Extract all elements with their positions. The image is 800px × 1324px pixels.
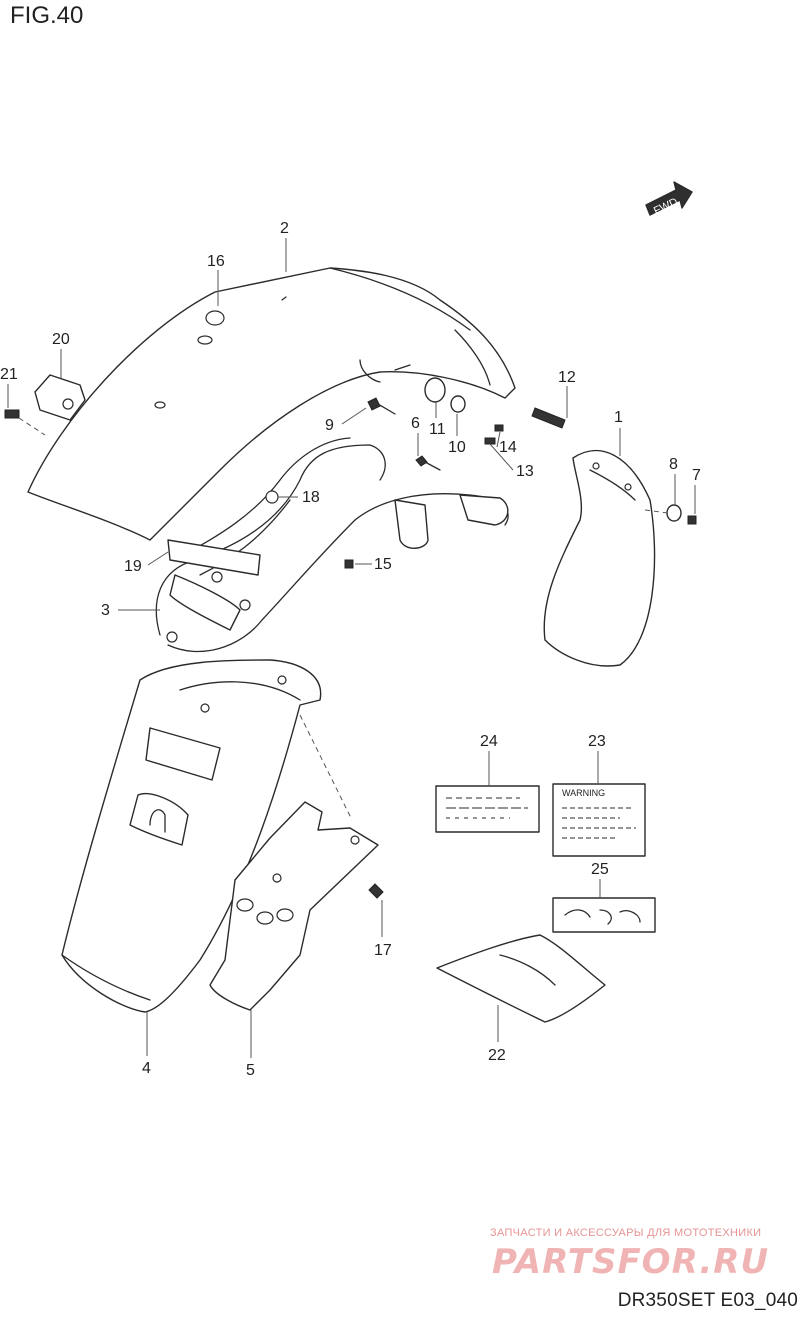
- callout-21: 21: [0, 366, 18, 383]
- callout-18: 18: [302, 489, 320, 506]
- callout-22: 22: [488, 1047, 506, 1064]
- callout-10: 10: [448, 439, 466, 456]
- fasteners: [4, 377, 697, 899]
- rear-mudguard-part-4: [61, 659, 322, 1013]
- callout-25: 25: [591, 861, 609, 878]
- forward-arrow-icon: FWD: [645, 181, 693, 217]
- cushion-part-19: [167, 539, 261, 576]
- callout-17: 17: [374, 942, 392, 959]
- callout-7: 7: [692, 467, 701, 484]
- callout-19: 19: [124, 558, 142, 575]
- callout-16: 16: [207, 253, 225, 270]
- callout-13: 13: [516, 463, 534, 480]
- callout-6: 6: [411, 415, 420, 432]
- callout-14: 14: [499, 439, 517, 456]
- tool-bag-part-22: [436, 934, 606, 1023]
- callout-8: 8: [669, 456, 678, 473]
- figure-code: DR350SET E03_040: [617, 1290, 798, 1311]
- warning-heading: WARNING: [562, 788, 605, 798]
- callout-20: 20: [52, 331, 70, 348]
- callout-15: 15: [374, 556, 392, 573]
- watermark-logo: PARTSFOR.RU: [492, 1242, 770, 1282]
- label-part-24: [435, 785, 540, 833]
- callout-5: 5: [246, 1062, 255, 1079]
- callout-2: 2: [280, 220, 289, 237]
- rear-fender-frame-part-3: [155, 437, 509, 653]
- callout-11: 11: [429, 421, 446, 438]
- callout-9: 9: [325, 417, 334, 434]
- callout-1: 1: [614, 409, 623, 426]
- callout-3: 3: [101, 602, 110, 619]
- figure-title: FIG.40: [10, 2, 84, 29]
- license-bracket-part-5: [209, 801, 379, 1011]
- front-fender-part-1: [543, 449, 656, 667]
- callout-12: 12: [558, 369, 576, 386]
- tire-label-part-25: [552, 897, 656, 933]
- bracket-part-20: [34, 374, 86, 421]
- callout-23: 23: [588, 733, 606, 750]
- callout-24: 24: [480, 733, 498, 750]
- warning-label-part-23: WARNING: [552, 783, 646, 857]
- watermark-tagline: ЗАПЧАСТИ И АКСЕССУАРЫ ДЛЯ МОТОТЕХНИКИ: [490, 1227, 762, 1239]
- callout-4: 4: [142, 1060, 151, 1077]
- callouts: 2 16 20 21 12 1 8 7 9 11 6 10 14 13 18 1…: [0, 220, 701, 1079]
- rear-fender-part-2: [27, 267, 516, 541]
